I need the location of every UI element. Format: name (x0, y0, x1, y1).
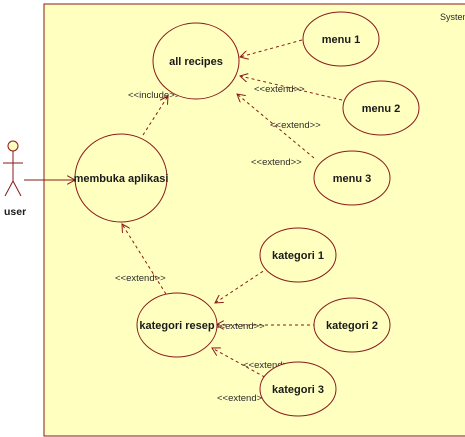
use-case-membuka-aplikasi[interactable]: membuka aplikasi (74, 133, 169, 223)
actor-user[interactable]: user (3, 140, 26, 218)
use-case-menu-1[interactable]: menu 1 (302, 11, 380, 67)
system-label: System (440, 12, 465, 22)
extend-kategori-edge (122, 224, 167, 295)
extend-label-kategori3b: <<extend>> (217, 393, 268, 404)
use-case-ellipse (342, 80, 420, 136)
use-case-ellipse (259, 361, 337, 417)
actor-head (7, 140, 19, 152)
include-edge (142, 96, 168, 136)
use-case-kategori-resep[interactable]: kategori resep (136, 292, 218, 358)
use-case-ellipse (313, 297, 391, 353)
extend-menu3-edge (237, 94, 315, 159)
actor-leg-left (4, 180, 14, 197)
use-case-menu-3[interactable]: menu 3 (313, 150, 391, 206)
use-case-all-recipes[interactable]: all recipes (152, 22, 240, 100)
actor-label: user (4, 206, 26, 218)
use-case-label: kategori 3 (272, 384, 324, 396)
use-case-ellipse (136, 292, 218, 358)
use-case-ellipse (259, 227, 337, 283)
use-case-ellipse (313, 150, 391, 206)
use-case-label: menu 2 (362, 103, 401, 115)
use-case-menu-2[interactable]: menu 2 (342, 80, 420, 136)
extend-label-kategori: <<extend>> (115, 273, 166, 284)
use-case-label: kategori 1 (272, 250, 324, 262)
use-case-ellipse (302, 11, 380, 67)
use-case-kategori-3[interactable]: kategori 3 (259, 361, 337, 417)
extend-label-kategori3a: <<extend>> (243, 360, 294, 371)
use-case-ellipse (152, 22, 240, 100)
extend-kategori1-edge (215, 267, 269, 303)
actor-leg-right (12, 180, 22, 197)
use-case-ellipse (74, 133, 168, 223)
use-case-kategori-1[interactable]: kategori 1 (259, 227, 337, 283)
use-case-label: kategori 2 (326, 320, 378, 332)
extend-label-menu2: <<extend>> (254, 84, 305, 95)
use-case-kategori-2[interactable]: kategori 2 (313, 297, 391, 353)
use-case-label: menu 1 (322, 34, 361, 46)
extend-kategori3-edge (212, 348, 271, 381)
extend-label-menu3b: <<extend>> (251, 157, 302, 168)
use-case-label: membuka aplikasi (74, 173, 169, 185)
extend-label-menu3a: <<extend>> (270, 120, 321, 131)
use-case-label: kategori resep (139, 320, 214, 332)
use-case-label: menu 3 (333, 173, 372, 185)
extend-menu1-edge (240, 39, 303, 57)
include-label: <<include>> (128, 90, 181, 101)
extend-label-kategori2: <<extend>> (214, 321, 265, 332)
use-case-label: all recipes (169, 56, 223, 68)
